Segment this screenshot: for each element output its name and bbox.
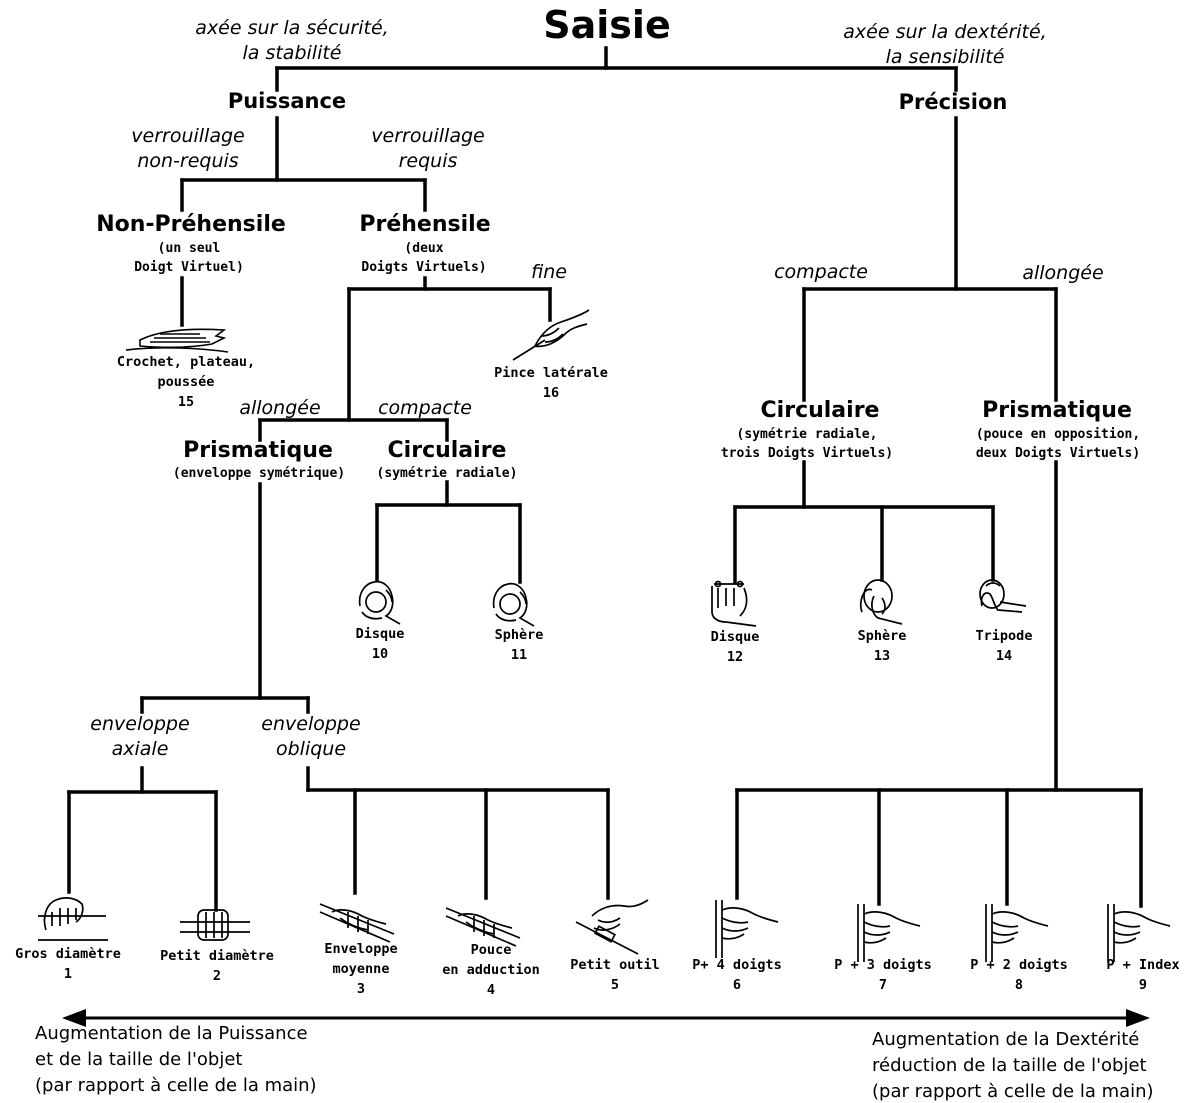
safety-note: axée sur la sécurité,la stabilité	[195, 17, 389, 64]
tripod-hand-icon	[979, 579, 1027, 613]
light-tool-hand-icon	[575, 899, 649, 955]
power-elongated-label: allongée	[239, 397, 321, 419]
precision-sphere-hand-icon	[859, 579, 903, 625]
power-circular-note: (symétrie radiale)	[376, 466, 518, 481]
power-circular-label: Circulaire	[387, 438, 507, 463]
precision-circular-label: Circulaire	[760, 398, 880, 423]
precision-disk-hand-icon	[711, 580, 757, 627]
small-diameter-hand-icon	[180, 909, 250, 941]
thumb-index-hand-icon	[1107, 904, 1171, 962]
thumb-3-finger-hand-icon	[857, 904, 921, 962]
power-disk-hand-icon	[358, 580, 401, 625]
power-compact-label: compacte	[378, 397, 472, 419]
medium-wrap-hand-icon	[319, 903, 395, 943]
precision-compact-label: compacte	[774, 261, 868, 283]
precision-circular-note: (symétrie radiale,trois Doigts Virtuels)	[720, 427, 894, 461]
precision-elongated-label: allongée	[1022, 262, 1104, 284]
dexterity-power-arrow	[62, 1009, 1150, 1027]
precision-prismatic-note: (pouce en opposition,deux Doigts Virtuel…	[975, 427, 1141, 461]
dexterity-note: axée sur la dextérité,la sensibilité	[843, 21, 1047, 68]
fine-label: fine	[530, 261, 568, 283]
adducted-thumb-hand-icon	[445, 907, 521, 947]
non-prehensile-label: Non-Préhensile	[96, 212, 286, 237]
power-sphere-hand-icon	[492, 582, 535, 627]
precision-prismatic-label: Prismatique	[982, 398, 1132, 423]
thumb-2-finger-hand-icon	[985, 904, 1049, 962]
power-prismatic-note: (enveloppe symétrique)	[172, 466, 346, 481]
lateral-pinch-hand-icon	[512, 309, 590, 361]
thumb-4-finger-hand-icon	[715, 900, 779, 958]
power-label: Puissance	[227, 89, 347, 113]
precision-label: Précision	[898, 90, 1008, 114]
prehensile-label: Préhensile	[359, 212, 491, 237]
diagram-title: Saisie	[543, 3, 671, 47]
large-diameter-hand-icon	[38, 897, 108, 941]
power-prismatic-label: Prismatique	[183, 438, 333, 463]
hook-hand-icon	[125, 328, 229, 353]
